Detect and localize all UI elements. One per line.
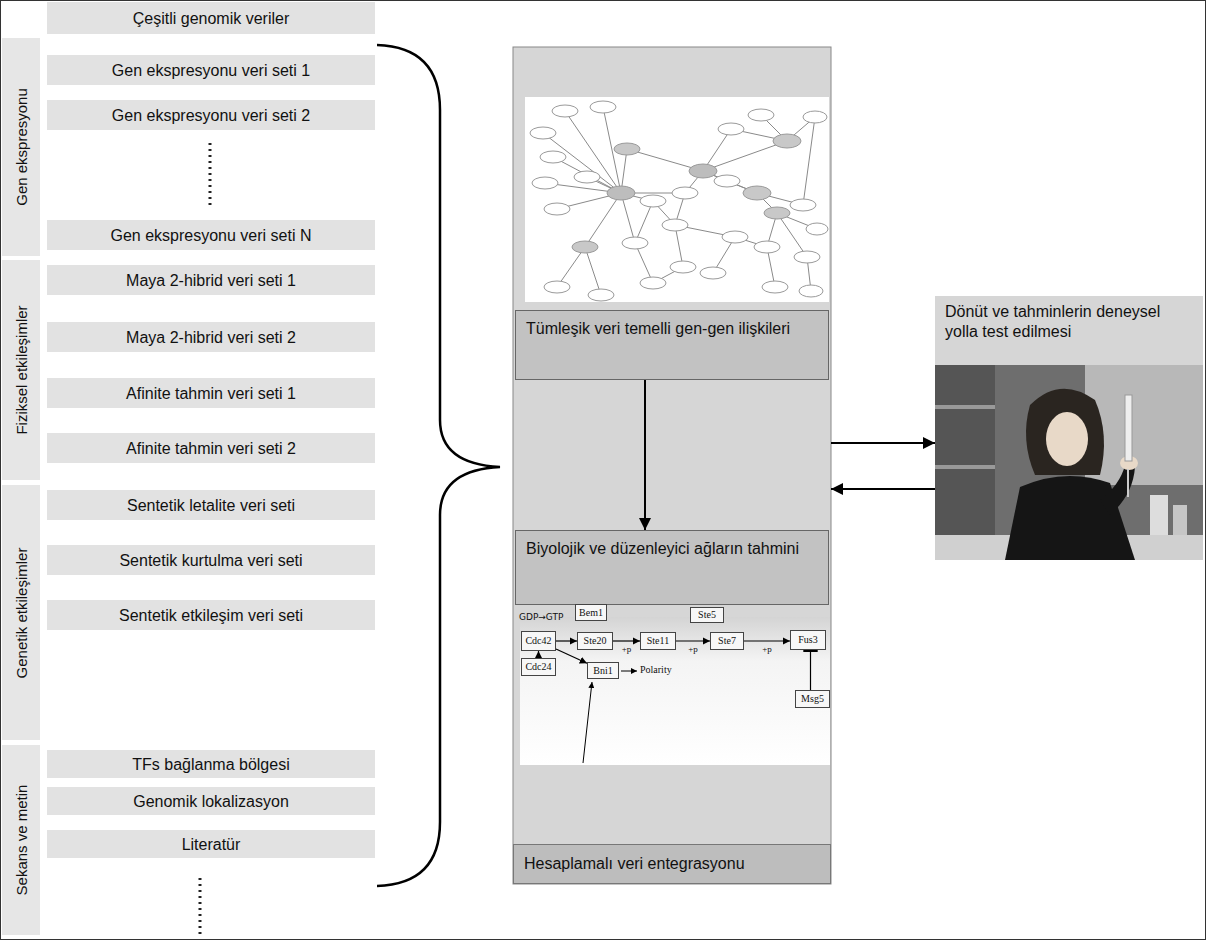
label-text: Gen ekspresyonu veri seti N [111, 226, 312, 245]
dataset-box: Afinite tahmin veri seti 1 [47, 378, 375, 408]
edge-label: +p [622, 644, 632, 654]
leader-arrow [621, 671, 637, 672]
label-text: Fus3 [798, 634, 817, 646]
curly-brace [377, 45, 500, 886]
label-text: Sentetik etkileşim veri seti [119, 606, 303, 625]
edge-label: +p [762, 644, 772, 654]
label-text: Afinite tahmin veri seti 1 [126, 384, 296, 403]
label-text: Çeşitli genomik veriler [133, 9, 290, 28]
protein-box: Ste11 [640, 632, 676, 650]
connector-arrow [831, 442, 935, 444]
dataset-box: Maya 2-hibrid veri seti 2 [47, 322, 375, 352]
category-band: Gen ekspresyonu [2, 38, 40, 256]
protein-box: Fus3 [790, 630, 826, 650]
dataset-box: Sentetik kurtulma veri seti [47, 545, 375, 575]
category-label: Sekans ve metin [13, 785, 30, 896]
label-text: Maya 2-hibrid veri seti 2 [126, 328, 296, 347]
connector-arrow [556, 640, 577, 641]
label-text: Ste7 [718, 635, 736, 647]
label-text: Ste5 [698, 609, 716, 621]
pathway-backdrop [520, 617, 830, 765]
lab-photo [935, 365, 1203, 560]
label-text: Msg5 [801, 693, 824, 705]
edge-label: +p [688, 644, 698, 654]
process-label: Polarity [640, 664, 672, 676]
connector-arrow [810, 650, 811, 690]
header-box: Çeşitli genomik veriler [47, 2, 375, 34]
protein-box: Cdc42 [521, 631, 556, 651]
integration-panel: Hesaplamalı veri entegrasyonu Tümleşik ve… [513, 47, 831, 884]
label-text: Ste11 [647, 635, 669, 647]
dataset-box: Afinite tahmin veri seti 2 [47, 433, 375, 463]
connector-arrow [676, 640, 710, 641]
connector-arrow [538, 651, 539, 658]
protein-box: Ste5 [690, 607, 724, 623]
dataset-box: Gen ekspresyonu veri seti 2 [47, 100, 375, 130]
reaction-label: GDP→GTP [519, 612, 563, 623]
category-label: Fiziksel etkileşimler [13, 305, 30, 434]
label-text: Literatür [182, 835, 241, 854]
label-text: Afinite tahmin veri seti 2 [126, 439, 296, 458]
label-text: Genomik lokalizasyon [133, 792, 289, 811]
protein-box: Cdc24 [521, 658, 556, 676]
panel-backdrop [513, 47, 831, 884]
label-text: Sentetik kurtulma veri seti [119, 551, 302, 570]
incoming-arrow [583, 682, 592, 763]
label-text: Sentetik letalite veri seti [127, 496, 295, 515]
category-label: Gen ekspresyonu [13, 88, 30, 206]
category-label: Genetik etkileşimler [13, 547, 30, 678]
label-text: Maya 2-hibrid veri seti 1 [126, 271, 296, 290]
dataset-box: Gen ekspresyonu veri seti 1 [47, 55, 375, 85]
connector-arrow [613, 640, 640, 641]
label-text: Gen ekspresyonu veri seti 1 [112, 61, 310, 80]
ellipsis-dots [209, 143, 212, 206]
ellipsis-dots [199, 878, 202, 936]
dataset-box: Maya 2-hibrid veri seti 1 [47, 265, 375, 295]
connector-arrow [556, 649, 587, 663]
label-text: Biyolojik ve düzenleyici ağların tahmini [526, 539, 818, 559]
category-band: Genetik etkileşimler [2, 485, 40, 740]
label-text: Tümleşik veri temelli gen-gen ilişkileri [526, 319, 818, 339]
category-band: Sekans ve metin [2, 745, 40, 935]
dataset-box: Gen ekspresyonu veri seti N [47, 220, 375, 250]
connector-arrow [831, 488, 935, 490]
label-text: Bni1 [593, 665, 612, 677]
process-box: Biyolojik ve düzenleyici ağların tahmini [515, 530, 829, 605]
protein-box: Bem1 [575, 604, 607, 621]
dataset-box: Sentetik letalite veri seti [47, 490, 375, 520]
dataset-box: Literatür [47, 830, 375, 858]
feedback-box: Dönüt ve tahminlerin deneysel yolla test… [935, 296, 1203, 560]
label-text: Ste20 [584, 635, 607, 647]
dataset-box: TFs bağlanma bölgesi [47, 750, 375, 778]
label-text: Hesaplamalı veri entegrasyonu [513, 844, 831, 884]
label-text: TFs bağlanma bölgesi [132, 755, 289, 774]
network-illustration [525, 97, 829, 302]
protein-box: Msg5 [795, 690, 830, 708]
connector-arrow [644, 380, 646, 530]
label-text: Cdc24 [525, 661, 551, 673]
protein-box: Ste7 [710, 632, 744, 650]
label-text: Cdc42 [525, 635, 551, 647]
process-box: Tümleşik veri temelli gen-gen ilişkileri [515, 310, 829, 380]
dataset-box: Genomik lokalizasyon [47, 787, 375, 815]
category-band: Fiziksel etkileşimler [2, 260, 40, 480]
protein-box: Bni1 [587, 662, 619, 679]
label-text: Gen ekspresyonu veri seti 2 [112, 106, 310, 125]
connector-arrow [744, 640, 790, 641]
protein-box: Ste20 [577, 632, 613, 650]
dataset-box: Sentetik etkileşim veri seti [47, 600, 375, 630]
label-text: Bem1 [579, 607, 603, 619]
label-text: Dönüt ve tahminlerin deneysel yolla test… [935, 296, 1203, 365]
